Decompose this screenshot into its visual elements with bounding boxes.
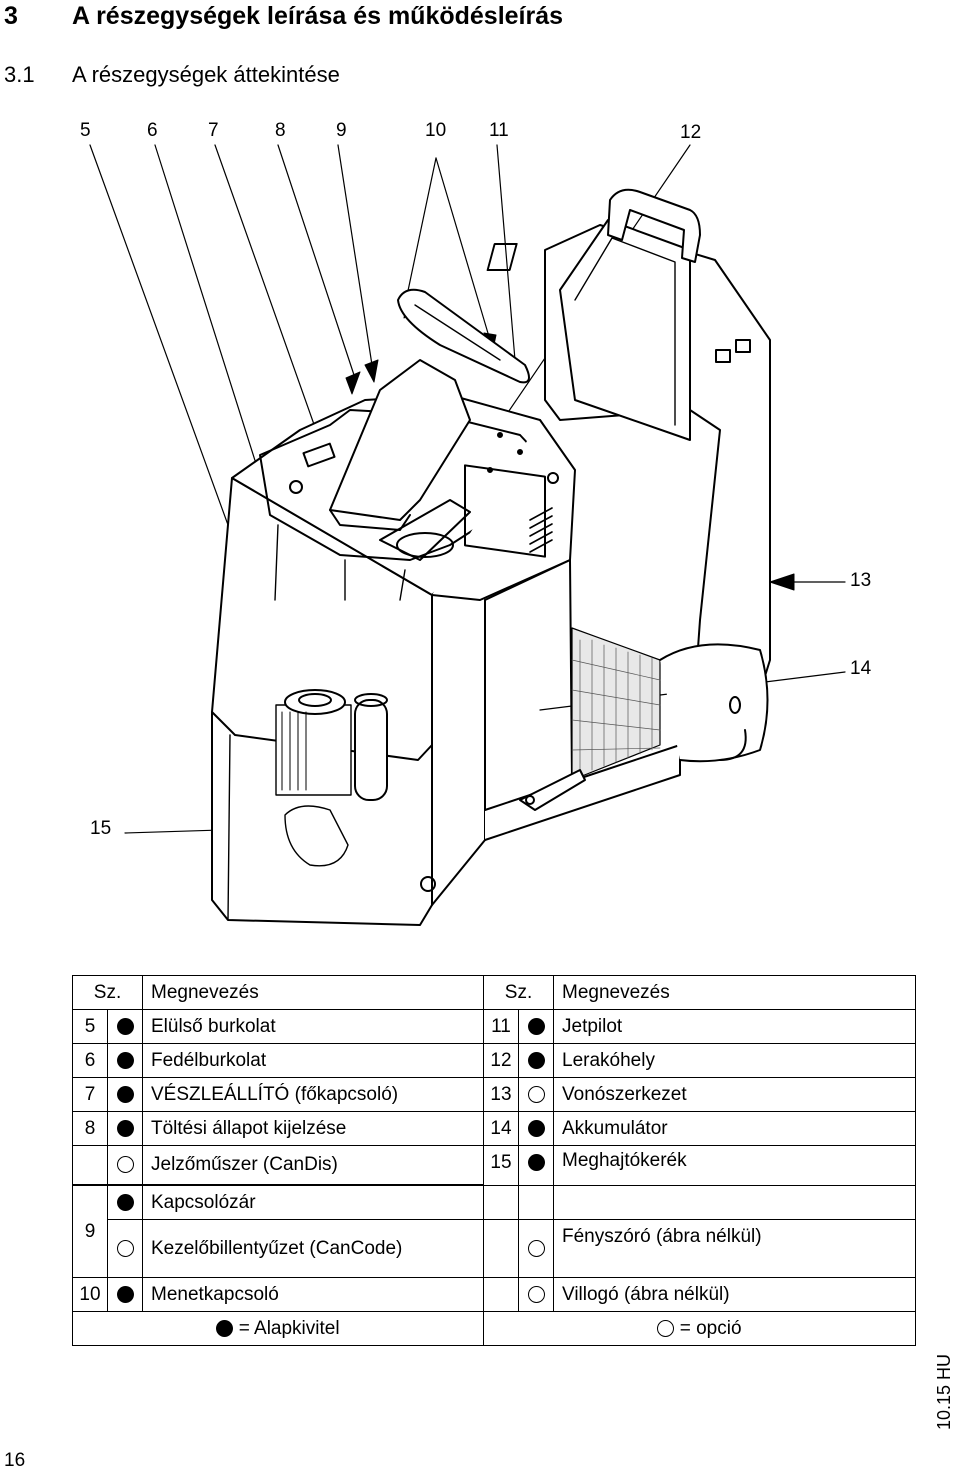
standard-bullet-icon	[518, 1111, 554, 1146]
callout-7: 7	[208, 120, 219, 141]
row-no-2	[483, 1185, 519, 1220]
callout-10: 10	[425, 120, 447, 141]
header-name-2: Megnevezés	[553, 975, 916, 1010]
empty-cell	[518, 1185, 554, 1220]
row-no-2: 13	[483, 1077, 519, 1112]
row-name-2	[553, 1185, 916, 1220]
page-number: 16	[4, 1450, 26, 1471]
callout-14: 14	[850, 658, 872, 679]
row-name-2: Meghajtókerék	[553, 1145, 916, 1186]
section-number: 3.1	[4, 62, 35, 87]
header-no: Sz.	[72, 975, 143, 1010]
table-row: 5 Elülső burkolat 11 Jetpilot	[72, 1009, 916, 1044]
standard-bullet-icon	[518, 1145, 554, 1186]
row-no: 6	[72, 1043, 108, 1078]
row-name: Fedélburkolat	[142, 1043, 484, 1078]
row-name-2: Vonószerkezet	[553, 1077, 916, 1112]
table-header-row: Sz. Megnevezés Sz. Megnevezés	[72, 975, 916, 1010]
row-no-2	[483, 1219, 519, 1278]
row-no: 10	[72, 1277, 108, 1312]
truck-illustration	[89, 144, 846, 926]
chapter-title: A részegységek leírása és működésleírás	[72, 2, 564, 30]
row-name-2: Lerakóhely	[553, 1043, 916, 1078]
row-name-2: Fényszóró (ábra nélkül)	[553, 1219, 916, 1278]
option-bullet-icon	[518, 1077, 554, 1112]
row-name-2: Akkumulátor	[553, 1111, 916, 1146]
legend-standard: = Alapkivitel	[72, 1311, 484, 1346]
header-name: Megnevezés	[142, 975, 484, 1010]
option-bullet-icon	[107, 1145, 143, 1185]
row-name-2: Villogó (ábra nélkül)	[553, 1277, 916, 1312]
callout-6: 6	[147, 120, 158, 141]
row-no-2	[483, 1277, 519, 1312]
standard-bullet-icon	[107, 1043, 143, 1078]
standard-bullet-icon	[518, 1009, 554, 1044]
standard-bullet-icon	[216, 1319, 234, 1337]
table-row: 6 Fedélburkolat 12 Lerakóhely	[72, 1043, 916, 1078]
section-title: A részegységek áttekintése	[72, 62, 340, 87]
document-version-label: 10.15 HU	[934, 1353, 954, 1430]
row-no-2: 11	[483, 1009, 519, 1044]
table-row: Kezelőbillentyűzet (CanCode) Fényszóró (…	[73, 1219, 916, 1278]
callout-11: 11	[489, 120, 509, 141]
option-bullet-icon	[518, 1219, 554, 1278]
chapter-number: 3	[4, 2, 18, 30]
table-row: 9 Kapcsolózár	[72, 1185, 916, 1278]
parts-legend-table: Sz. Megnevezés Sz. Megnevezés 5 Elülső b…	[72, 975, 916, 1346]
row-no-2: 14	[483, 1111, 519, 1146]
callout-9: 9	[336, 120, 347, 141]
table-footer-row: = Alapkivitel = opció	[72, 1311, 916, 1346]
callout-15: 15	[90, 818, 112, 839]
row-name: Kapcsolózár	[142, 1185, 484, 1220]
standard-bullet-icon	[107, 1277, 143, 1312]
callout-13: 13	[850, 570, 872, 591]
callout-5: 5	[80, 120, 91, 141]
row-name: Kezelőbillentyűzet (CanCode)	[142, 1219, 484, 1278]
legend-option-label: = opció	[679, 1317, 742, 1339]
callout-12: 12	[680, 122, 702, 143]
standard-bullet-icon	[107, 1009, 143, 1044]
row-no-2: 15	[483, 1145, 519, 1186]
table-row: 7 VÉSZLEÁLLÍTÓ (főkapcsoló) 13 Vonószerk…	[72, 1077, 916, 1112]
row-name-2: Jetpilot	[553, 1009, 916, 1044]
option-bullet-icon	[107, 1219, 143, 1278]
legend-option: = opció	[483, 1311, 916, 1346]
section-heading: 3.1 A részegységek áttekintése	[4, 62, 340, 88]
standard-bullet-icon	[107, 1077, 143, 1112]
row-no	[72, 1145, 108, 1185]
callout-8: 8	[275, 120, 286, 141]
table-row: 10 Menetkapcsoló Villogó (ábra nélkül)	[72, 1277, 916, 1312]
row-name: Töltési állapot kijelzése	[142, 1111, 484, 1146]
standard-bullet-icon	[518, 1043, 554, 1078]
option-bullet-icon	[657, 1319, 675, 1337]
row-no: 5	[72, 1009, 108, 1044]
option-bullet-icon	[518, 1277, 554, 1312]
row-no: 7	[72, 1077, 108, 1112]
standard-bullet-icon	[107, 1111, 143, 1146]
table-row: Jelzőműszer (CanDis) 15 Meghajtókerék	[72, 1145, 916, 1186]
header-no-2: Sz.	[483, 975, 554, 1010]
standard-bullet-icon	[107, 1185, 143, 1220]
table-row: 8 Töltési állapot kijelzése 14 Akkumulát…	[72, 1111, 916, 1146]
row-no: 8	[72, 1111, 108, 1146]
row-name: Jelzőműszer (CanDis)	[142, 1145, 484, 1185]
legend-standard-label: = Alapkivitel	[238, 1317, 340, 1339]
row-name: Menetkapcsoló	[142, 1277, 484, 1312]
chapter-heading: 3 A részegységek leírása és működésleírás	[4, 2, 563, 31]
row-no-2: 12	[483, 1043, 519, 1078]
row-name: Elülső burkolat	[142, 1009, 484, 1044]
row-name: VÉSZLEÁLLÍTÓ (főkapcsoló)	[142, 1077, 484, 1112]
row-no: 9	[72, 1185, 108, 1278]
